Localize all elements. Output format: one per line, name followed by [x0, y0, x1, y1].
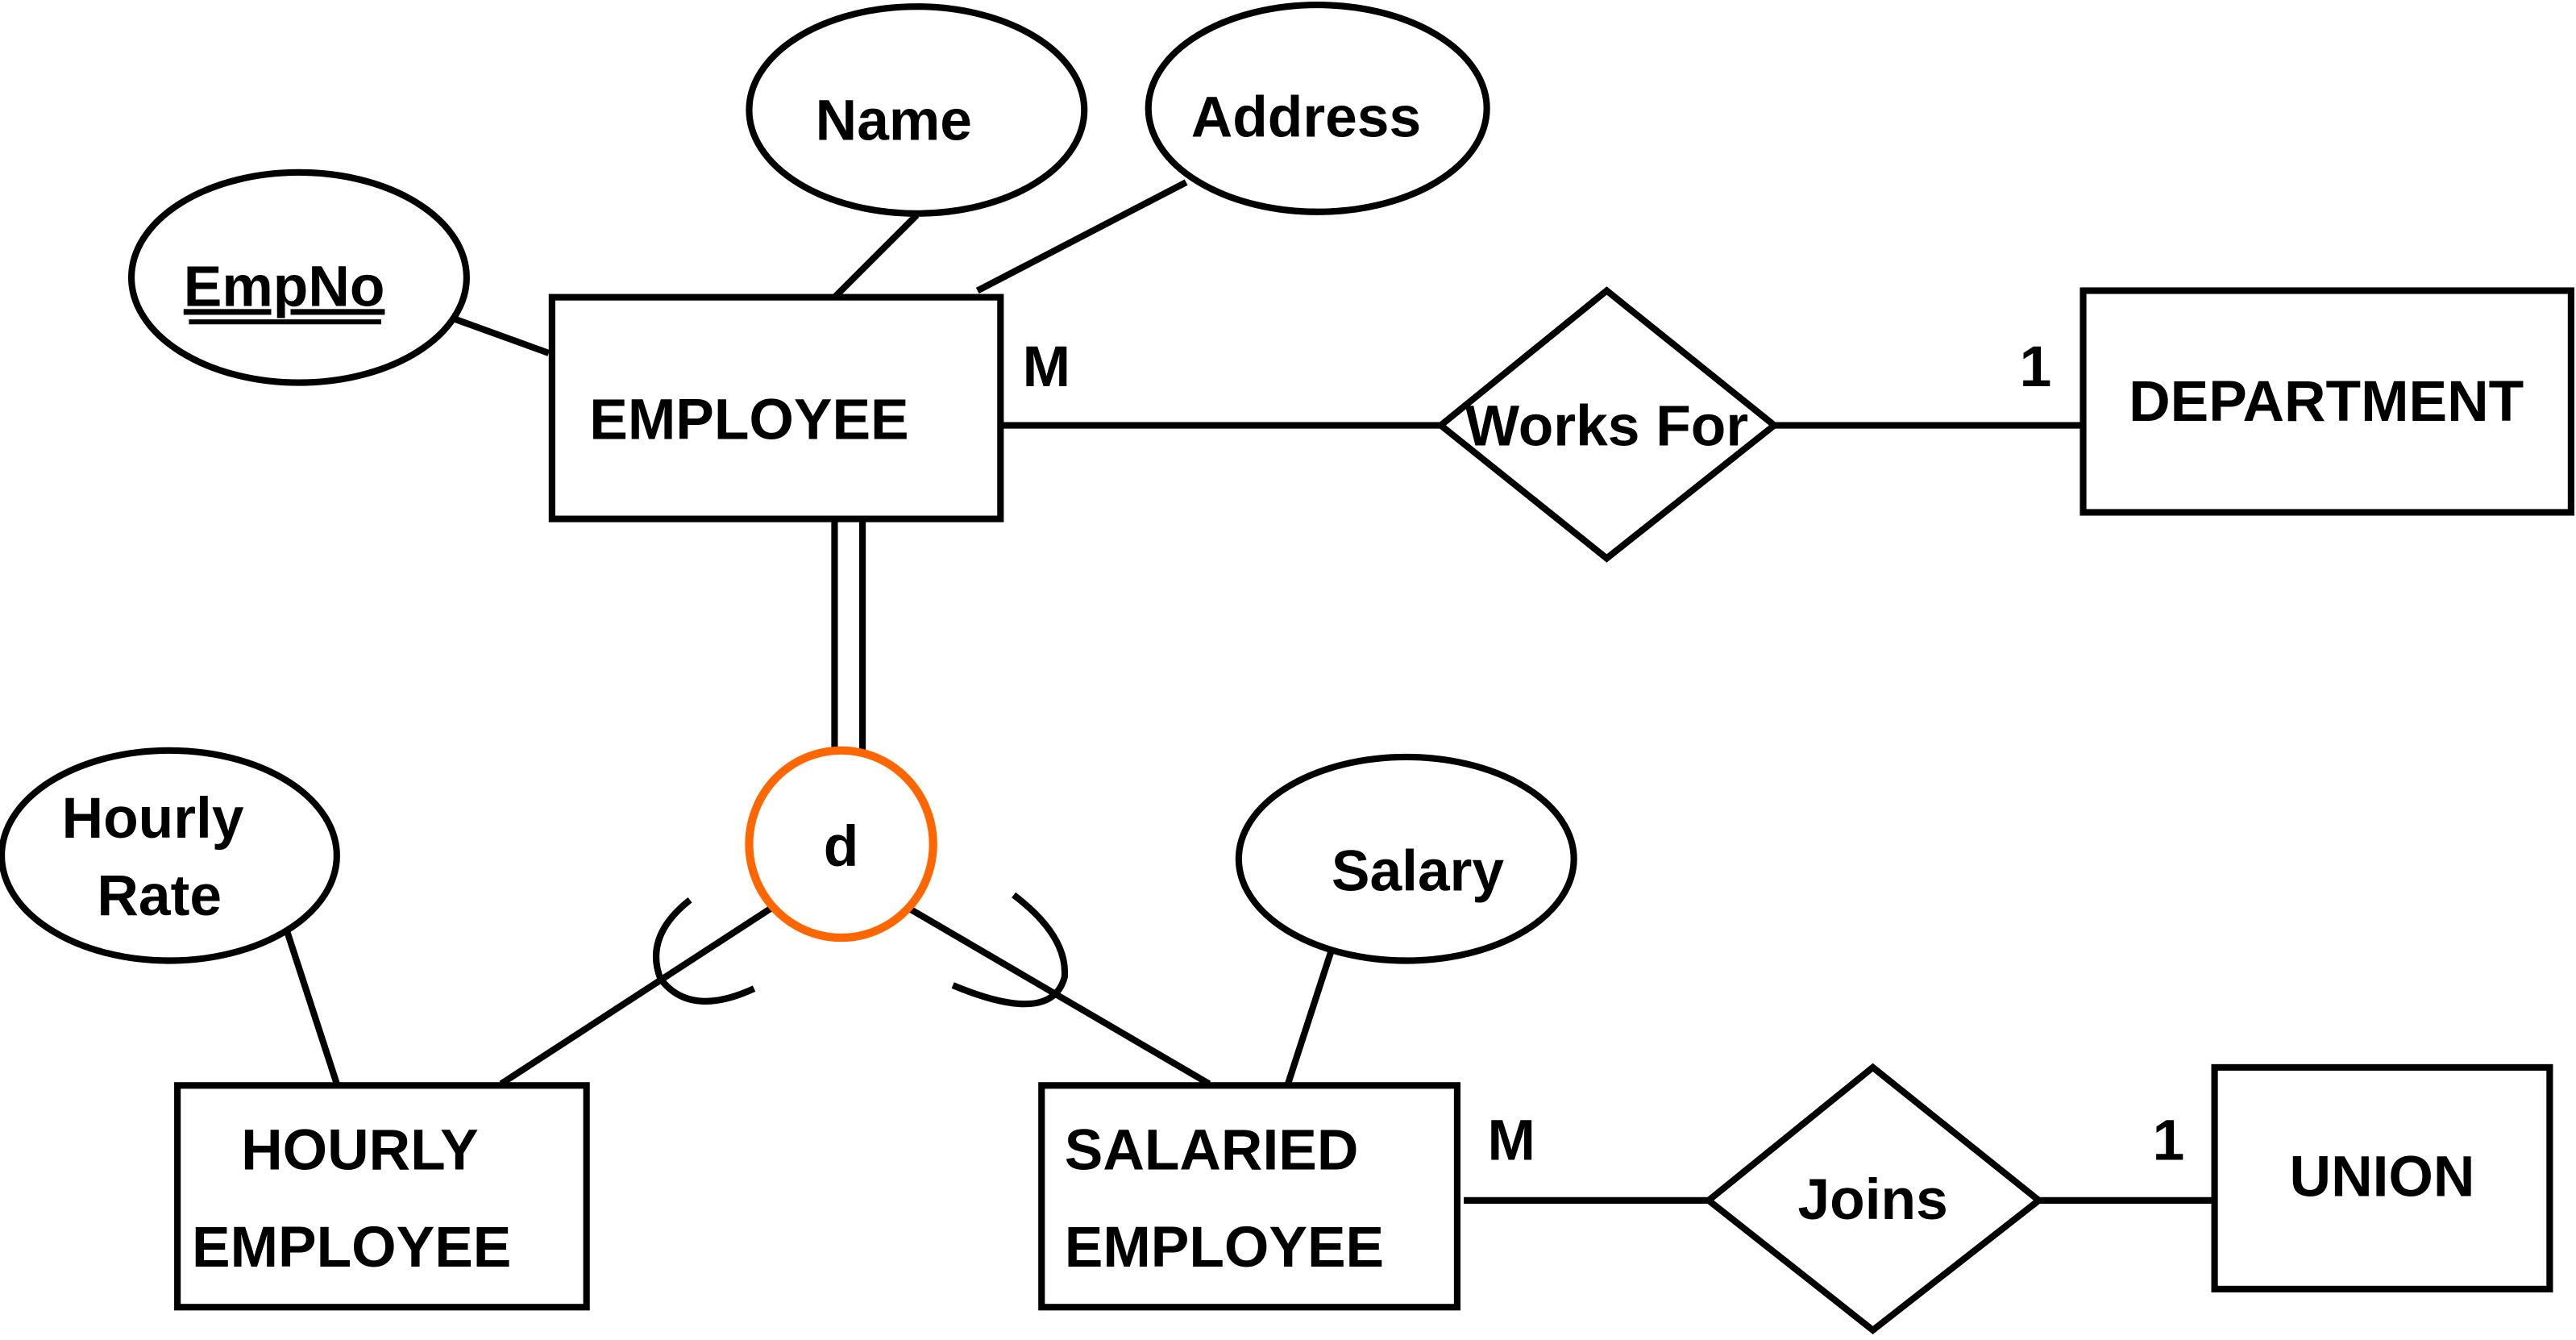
hourly-employee-label-1: HOURLY [241, 1118, 479, 1183]
salaried-employee-label-1: SALARIED [1065, 1118, 1359, 1183]
hourly-employee-label-2: EMPLOYEE [192, 1215, 511, 1280]
specialization-circle [745, 746, 937, 943]
cardinality-department: 1 [2020, 335, 2052, 399]
name-label: Name [816, 89, 972, 153]
cardinality-salaried: M [1487, 1108, 1535, 1172]
empno-connector [452, 315, 551, 356]
disjoint-label: d [824, 814, 859, 879]
salary-label: Salary [1332, 839, 1504, 903]
address-connector [975, 179, 1188, 294]
employee-label: EMPLOYEE [589, 387, 908, 452]
salaried-subclass-line [907, 905, 1211, 1087]
joins-label: Joins [1797, 1167, 1947, 1232]
department-label: DEPARTMENT [2129, 369, 2524, 434]
entity-hourly-employee: HOURLY EMPLOYEE [174, 1082, 590, 1311]
attribute-hourly-rate: Hourly Rate [0, 747, 340, 964]
hourly-rate-connector [284, 931, 340, 1085]
hourly-subclass-line [499, 903, 776, 1087]
attribute-salary: Salary [1235, 753, 1577, 964]
name-connector [832, 212, 920, 300]
hourly-rate-label-1: Hourly [62, 786, 244, 851]
salaried-employee-label-2: EMPLOYEE [1065, 1215, 1384, 1280]
disjoint-circle: d [745, 746, 937, 943]
subset-arc-salaried [951, 892, 1069, 1008]
union-label: UNION [2290, 1144, 2475, 1209]
attribute-empno: EmpNo [127, 169, 470, 386]
works-for-label: Works For [1465, 393, 1748, 458]
entity-salaried-employee: SALARIED EMPLOYEE [1038, 1082, 1461, 1311]
salary-connector [1285, 951, 1334, 1085]
attribute-address: Address [1145, 2, 1490, 215]
address-label: Address [1191, 85, 1421, 150]
attribute-name: Name [746, 3, 1088, 217]
entity-employee: EMPLOYEE [548, 293, 1004, 522]
empno-label: EmpNo [184, 254, 385, 318]
relationship-joins: Joins [1703, 1063, 2045, 1334]
cardinality-employee: M [1023, 335, 1070, 399]
cardinality-union: 1 [2153, 1108, 2185, 1172]
subset-arc-hourly [652, 897, 756, 1005]
relationship-works-for: Works For [1435, 286, 1780, 563]
entity-department: DEPARTMENT [2079, 287, 2574, 516]
entity-union: UNION [2211, 1063, 2553, 1292]
hourly-rate-label-2: Rate [97, 864, 222, 928]
